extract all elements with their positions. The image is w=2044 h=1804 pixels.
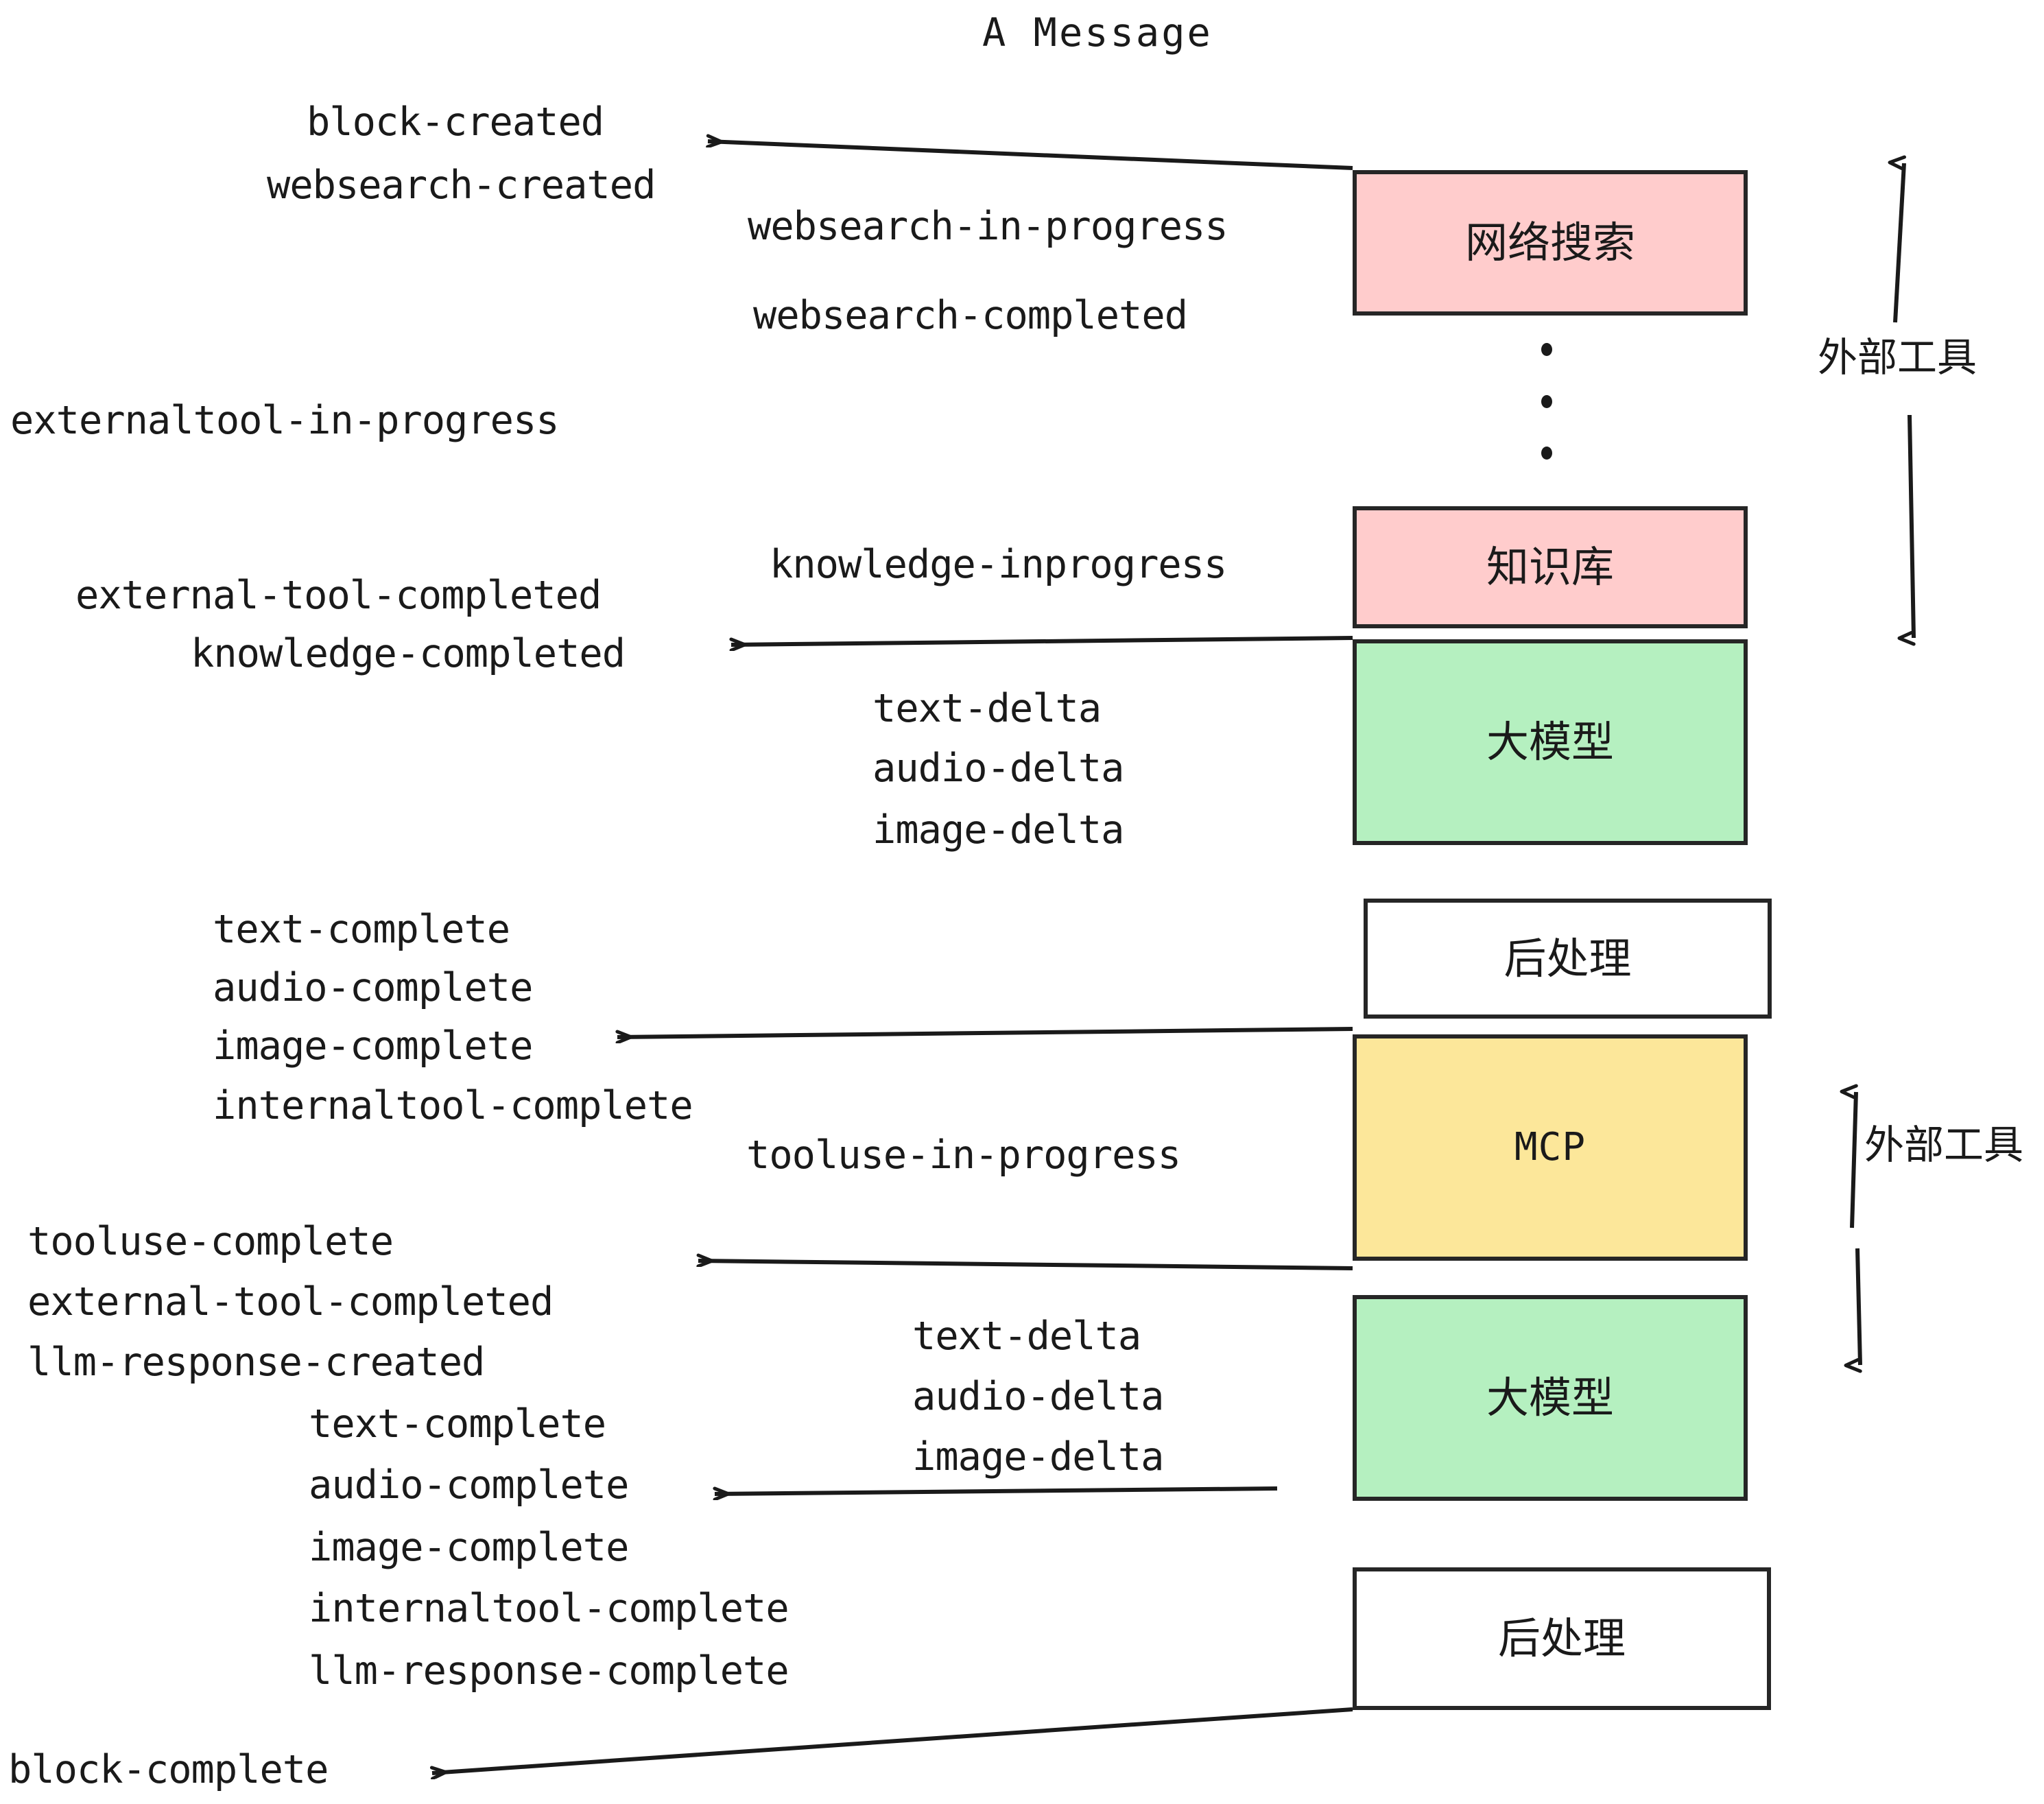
node-knowledge-label: 知识库 — [1486, 542, 1614, 592]
event-label-internaltool-complete-2: internaltool-complete — [309, 1586, 789, 1631]
external-tools-bracket-top — [1895, 163, 1916, 638]
event-label-websearch-created: websearch-created — [267, 163, 656, 208]
event-label-external-tool-completed-2: external-tool-completed — [27, 1279, 554, 1325]
event-label-llm-response-complete: llm-response-complete — [309, 1648, 789, 1694]
event-label-image-delta-2: image-delta — [912, 1434, 1164, 1480]
event-label-llm-response-created: llm-response-created — [27, 1340, 485, 1385]
node-postprocess-2[interactable]: 后处理 — [1353, 1567, 1771, 1710]
node-llm-2-label: 大模型 — [1486, 1373, 1614, 1423]
event-label-audio-complete-2: audio-complete — [309, 1462, 629, 1508]
node-knowledge[interactable]: 知识库 — [1353, 506, 1748, 628]
event-label-externaltool-in-progress: externaltool-in-progress — [10, 398, 560, 443]
arrow-mcp-to-events — [698, 1261, 1353, 1270]
node-mcp-label: MCP — [1514, 1125, 1587, 1170]
node-websearch[interactable]: 网络搜索 — [1353, 170, 1748, 316]
arrow-postprocess2-to-events — [432, 1707, 1353, 1773]
arrow-llm2-to-events — [715, 1486, 1278, 1494]
event-label-external-tool-completed-1: external-tool-completed — [75, 573, 602, 618]
event-label-block-created: block-created — [307, 99, 604, 145]
event-label-image-complete-2: image-complete — [309, 1525, 629, 1570]
arrow-postprocess1-to-events — [617, 1027, 1353, 1037]
event-label-image-complete-1: image-complete — [213, 1023, 533, 1069]
event-label-websearch-completed: websearch-completed — [753, 293, 1188, 338]
event-label-internaltool-complete-1: internaltool-complete — [213, 1083, 693, 1128]
event-label-websearch-in-progress: websearch-in-progress — [748, 204, 1228, 249]
side-label-external-tools-bottom: 外部工具 — [1864, 1121, 2024, 1168]
event-label-knowledge-completed: knowledge-completed — [191, 631, 626, 676]
node-postprocess-1-label: 后处理 — [1504, 933, 1632, 984]
ellipsis-dots — [1540, 343, 1554, 460]
diagram-title: A Message — [982, 10, 1213, 56]
event-label-text-delta-1: text-delta — [872, 686, 1102, 731]
event-label-audio-delta-2: audio-delta — [912, 1374, 1164, 1419]
external-tools-bracket-bottom — [1852, 1092, 1862, 1365]
arrow-knowledge-to-events — [731, 636, 1353, 645]
node-llm-2[interactable]: 大模型 — [1353, 1295, 1748, 1501]
event-label-block-complete: block-complete — [8, 1747, 329, 1792]
event-label-text-complete-1: text-complete — [213, 907, 510, 952]
node-llm-1-label: 大模型 — [1486, 717, 1614, 767]
node-llm-1[interactable]: 大模型 — [1353, 639, 1748, 845]
event-label-audio-complete-1: audio-complete — [213, 965, 533, 1010]
event-label-knowledge-inprogress: knowledge-inprogress — [770, 542, 1227, 587]
node-mcp[interactable]: MCP — [1353, 1034, 1748, 1261]
event-label-tooluse-complete: tooluse-complete — [27, 1219, 394, 1264]
arrow-websearch-to-events — [708, 141, 1353, 170]
node-postprocess-1[interactable]: 后处理 — [1364, 899, 1772, 1019]
node-postprocess-2-label: 后处理 — [1497, 1613, 1626, 1663]
node-websearch-label: 网络搜索 — [1464, 217, 1635, 268]
event-label-text-complete-2: text-complete — [309, 1401, 606, 1447]
event-label-audio-delta-1: audio-delta — [872, 746, 1124, 791]
event-label-tooluse-in-progress: tooluse-in-progress — [746, 1132, 1181, 1178]
event-label-image-delta-1: image-delta — [872, 807, 1124, 853]
side-label-external-tools-top: 外部工具 — [1818, 334, 1977, 381]
event-label-text-delta-2: text-delta — [912, 1314, 1141, 1359]
